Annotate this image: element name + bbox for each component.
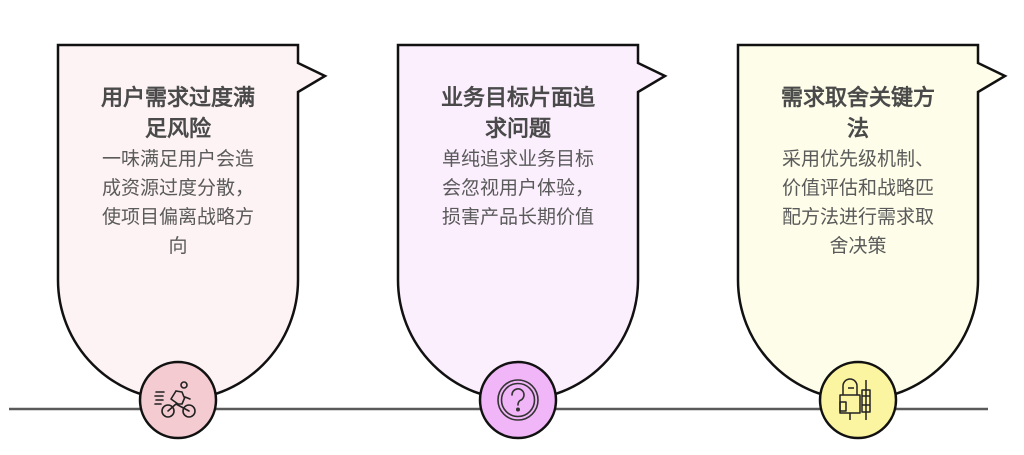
card-title: 需求取舍关键方 法 (753, 83, 963, 145)
icon-circle-3 (818, 360, 898, 440)
card-desc-line: 采用优先级机制、 (781, 148, 934, 170)
card-description: 单纯追求业务目标 会忽视用户体验， 损害产品长期价值 (413, 145, 623, 232)
card-description: 一味满足用户会造 成资源过度分散， 使项目偏离战略方 向 (73, 145, 283, 261)
card-desc-line: 单纯追求业务目标 (441, 148, 594, 170)
card-title-line: 法 (846, 117, 869, 142)
card-desc-line: 一味满足用户会造 (101, 148, 254, 170)
card-desc-line: 使项目偏离战略方 (101, 206, 254, 228)
card-desc-line: 损害产品长期价值 (441, 206, 594, 228)
icon-circle-2 (478, 360, 558, 440)
card-risk-overfulfill: 用户需求过度满 足风险 一味满足用户会造 成资源过度分散， 使项目偏离战略方 向 (73, 83, 283, 261)
card-desc-line: 会忽视用户体验， (441, 177, 594, 199)
cyclist-icon (154, 381, 196, 418)
card-tradeoff-method: 需求取舍关键方 法 采用优先级机制、 价值评估和战略匹 配方法进行需求取 舍决策 (753, 83, 963, 261)
question-icon (497, 379, 539, 421)
lock-plug-icon (839, 378, 871, 420)
card-business-goal: 业务目标片面追 求问题 单纯追求业务目标 会忽视用户体验， 损害产品长期价值 (413, 83, 623, 232)
card-title-line: 需求取舍关键方 (780, 86, 935, 111)
card-title-line: 足风险 (144, 117, 211, 142)
card-title-line: 业务目标片面追 (440, 86, 595, 111)
card-desc-line: 成资源过度分散， (101, 177, 254, 199)
icon-circle-1 (138, 360, 218, 440)
card-desc-line: 向 (168, 235, 188, 257)
card-title: 用户需求过度满 足风险 (73, 83, 283, 145)
card-description: 采用优先级机制、 价值评估和战略匹 配方法进行需求取 舍决策 (753, 145, 963, 261)
card-desc-line: 舍决策 (829, 235, 887, 257)
card-title-line: 求问题 (484, 117, 551, 142)
card-desc-line: 价值评估和战略匹 (781, 177, 934, 199)
card-title-line: 用户需求过度满 (100, 86, 255, 111)
card-title: 业务目标片面追 求问题 (413, 83, 623, 145)
card-desc-line: 配方法进行需求取 (781, 206, 934, 228)
